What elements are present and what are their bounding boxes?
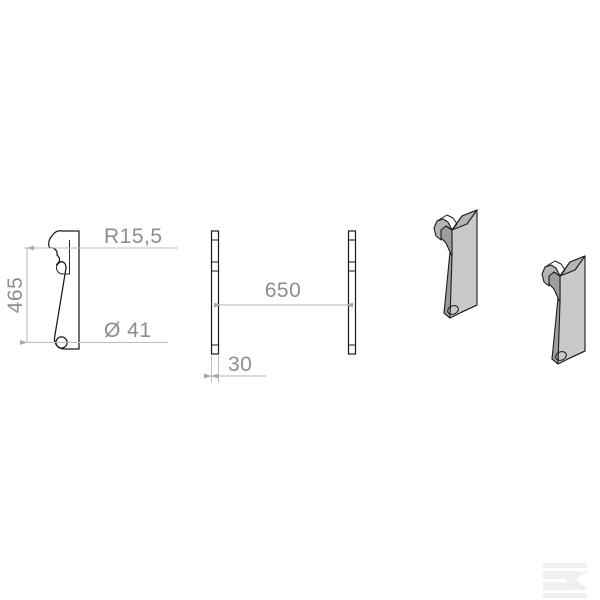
iso-left-bottom-edge: [461, 304, 478, 313]
iso-left-top-edge: [451, 209, 478, 231]
hook-throat-edge: [55, 248, 70, 275]
dimension-30: 30: [204, 353, 266, 382]
iso-left-arm-slot: [449, 251, 453, 257]
isometric-view-right: [541, 255, 586, 365]
side-bar-left-body: [210, 230, 220, 355]
hook-plate-outline: [48, 230, 80, 350]
iso-right-hook-curl-edge: [544, 260, 566, 271]
watermark-chevron-icon: [566, 571, 588, 590]
dimension-d41-text: Ø 41: [104, 319, 152, 342]
iso-left-hook-curl: [433, 218, 453, 241]
dimension-d41: Ø 41: [58, 319, 168, 343]
watermark-bar-mid-upper: [543, 571, 573, 579]
dimension-650: 650: [214, 279, 353, 308]
isometric-view-left: [433, 209, 478, 319]
watermark-bar-mid-lower: [543, 582, 573, 590]
side-view-pair: 650 30: [204, 230, 357, 382]
side-bar-right: [347, 230, 357, 355]
front-profile-view: 465 R15,5 Ø 41: [4, 225, 178, 350]
iso-right-arm-slot: [557, 297, 561, 303]
iso-right-mounting-hole: [555, 351, 567, 361]
iso-right-hook-curl: [541, 264, 561, 287]
watermark-bar-bottom: [543, 593, 587, 598]
iso-left-mounting-hole: [447, 305, 459, 315]
iso-right-hook-inner-edge: [559, 269, 566, 277]
iso-right-top-edge: [559, 255, 586, 277]
watermark-bar-top: [543, 563, 587, 568]
dimension-650-text: 650: [265, 279, 302, 302]
iso-left-hook-inner-edge: [451, 223, 458, 231]
iso-right-hook-arm: [548, 271, 561, 365]
iso-left-hook-arm: [440, 225, 453, 319]
dimension-465: 465: [4, 245, 60, 345]
iso-left-hook-curl-edge: [436, 214, 458, 225]
dimension-r155: R15,5: [58, 225, 178, 249]
dimension-465-text: 465: [4, 277, 27, 314]
dimension-30-text: 30: [228, 353, 252, 376]
dimension-r155-text: R15,5: [104, 225, 163, 248]
side-bar-right-body: [347, 230, 357, 355]
brand-watermark-logo: [543, 563, 588, 598]
iso-right-bottom-edge: [569, 350, 586, 359]
side-bar-left: [210, 230, 220, 355]
